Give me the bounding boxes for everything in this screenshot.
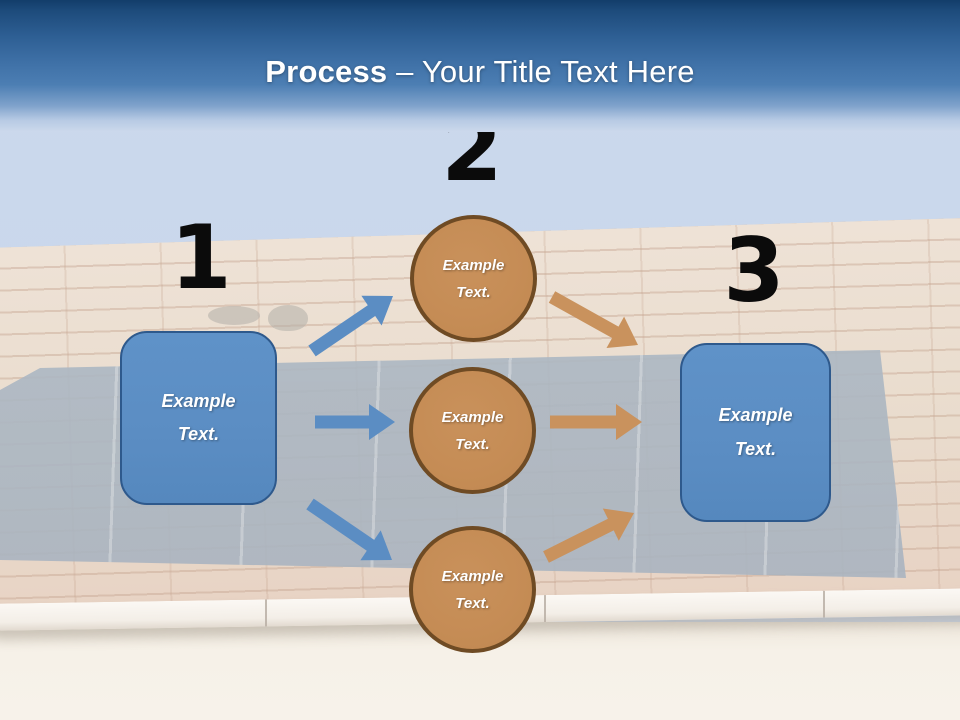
step-3-number: 3 [723,219,785,322]
step-2-circle-top-text: Example Text. [442,256,505,301]
slide-title-emphasis: Process [265,54,388,89]
background-roof-vent [268,305,308,331]
slide-title: Process – Your Title Text Here [0,54,960,90]
step-2-circle-middle-text: Example Text. [441,408,504,453]
background-roof-vent [208,306,260,325]
step-2-circle-bottom: Example Text. [409,526,536,653]
step-3-box: Example Text. [680,343,831,522]
step-2-circle-middle: Example Text. [409,367,536,494]
step-2-circle-top: Example Text. [410,215,537,342]
step-1-box: Example Text. [120,331,277,505]
step-1-box-text: Example Text. [161,390,236,444]
step-1-number: 1 [170,206,232,309]
slide-title-rest: – Your Title Text Here [396,54,695,89]
step-3-box-text: Example Text. [718,405,793,459]
header-band: Process – Your Title Text Here [0,0,960,132]
step-2-circle-bottom-text: Example Text. [441,567,504,612]
